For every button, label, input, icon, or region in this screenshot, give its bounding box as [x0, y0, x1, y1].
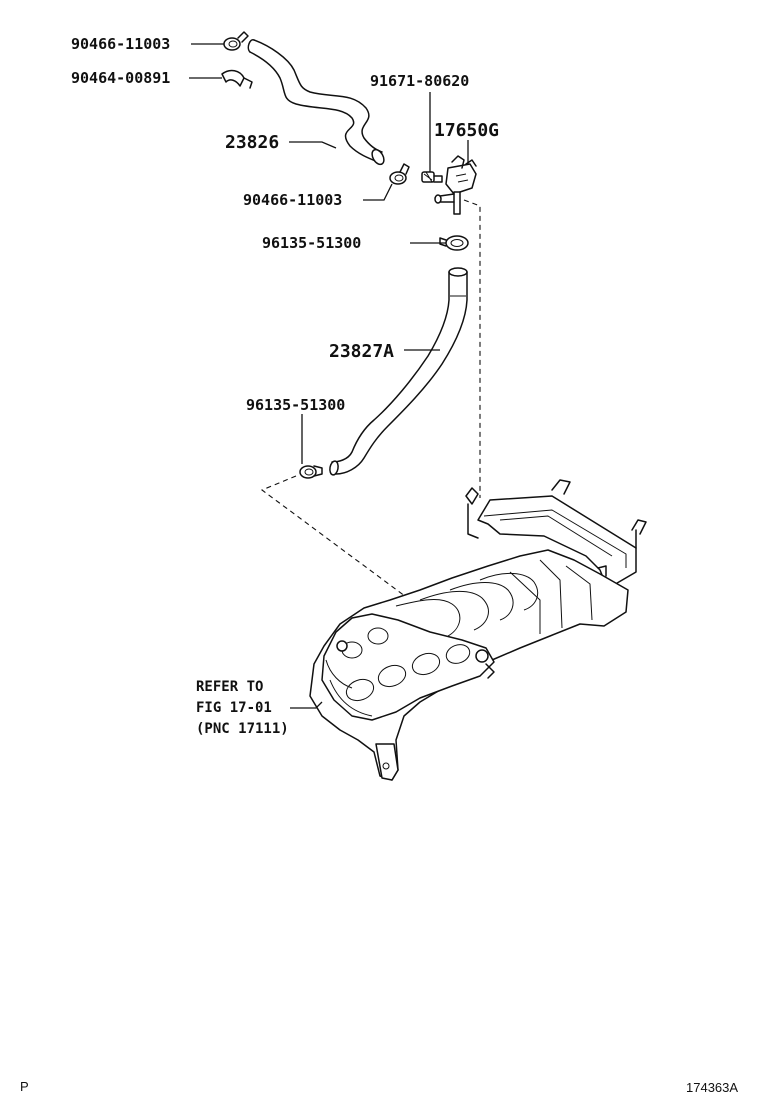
leader-hose-upper — [289, 141, 337, 149]
footer: P 174363A — [20, 1079, 738, 1095]
assembly-lines — [260, 199, 481, 629]
clip-90466-lower — [389, 163, 410, 185]
footer-code: P — [20, 1079, 29, 1094]
leader-refer — [290, 701, 323, 709]
label-screw-91671[interactable]: 91671-80620 — [370, 72, 469, 90]
label-hose-23826[interactable]: 23826 — [225, 132, 279, 153]
refer-line-2[interactable]: FIG 17-01 — [196, 700, 272, 716]
clip-90464 — [221, 69, 253, 89]
leader-clip-lower — [363, 183, 393, 201]
label-valve-17650G[interactable]: 17650G — [434, 120, 499, 141]
valve-17650G — [434, 155, 477, 215]
intake-manifold — [309, 479, 647, 781]
clamp-96135-lower — [299, 465, 323, 479]
label-clamp-96135-lower[interactable]: 96135-51300 — [246, 396, 345, 414]
refer-line-1: REFER TO — [196, 679, 263, 695]
hose-23826 — [247, 39, 385, 166]
part-labels: 90466-11003 90464-00891 23826 90466-1100… — [71, 35, 499, 737]
hose-23827A — [329, 267, 468, 476]
refer-line-3[interactable]: (PNC 17111) — [196, 721, 289, 737]
label-clip-90464[interactable]: 90464-00891 — [71, 69, 170, 87]
figure-id: 174363A — [686, 1080, 738, 1095]
label-hose-23827A[interactable]: 23827A — [329, 341, 394, 362]
label-clip-90466-upper[interactable]: 90466-11003 — [71, 35, 170, 53]
screw-91671 — [421, 171, 443, 183]
leader-lines — [189, 43, 469, 709]
clip-90466-upper — [223, 31, 249, 51]
label-clip-90466-lower[interactable]: 90466-11003 — [243, 191, 342, 209]
label-clamp-96135-upper[interactable]: 96135-51300 — [262, 234, 361, 252]
